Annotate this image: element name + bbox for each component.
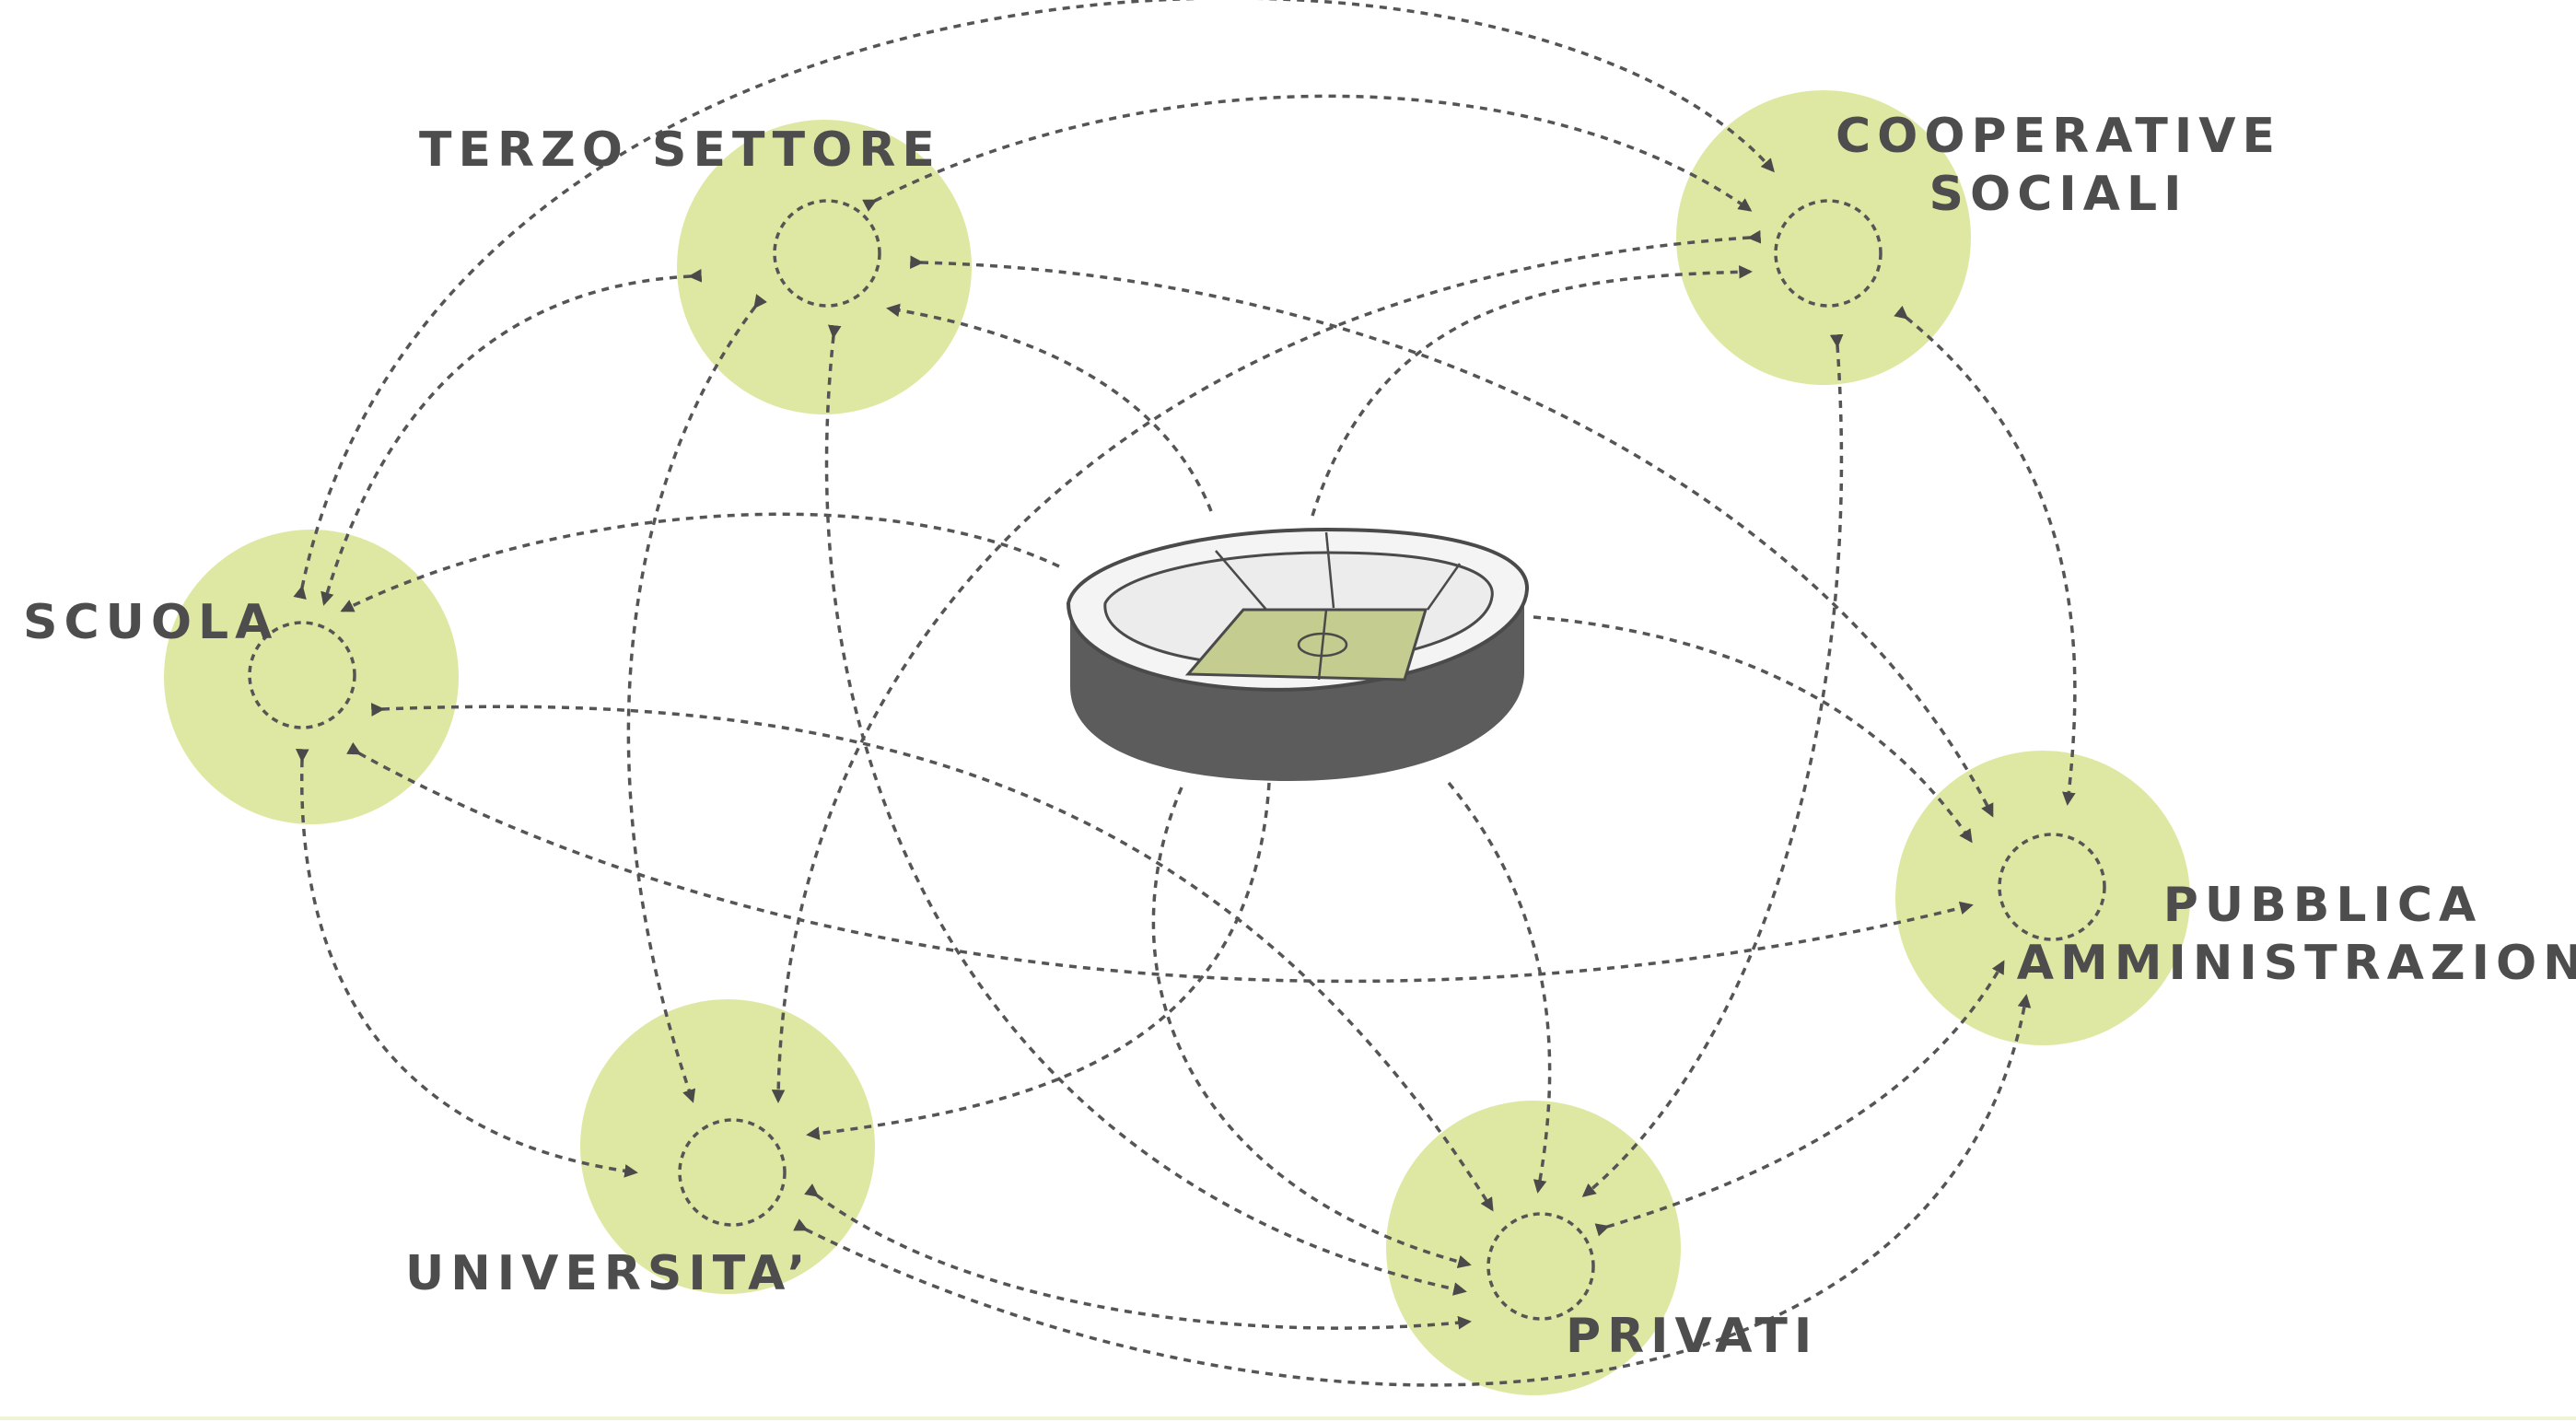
node-scuola <box>164 530 459 824</box>
arrow-stadium-pa <box>1533 615 1973 844</box>
label-universita: UNIVERSITA’ <box>405 1246 811 1301</box>
label-terzo-settore: TERZO SETTORE <box>419 122 941 178</box>
node-pubblica-amministrazione <box>1895 751 2190 1045</box>
label-scuola: SCUOLA <box>23 595 278 650</box>
stadium-stand-divider-1 <box>1215 550 1267 611</box>
arrow-scuola-privati <box>370 703 1494 1212</box>
stadium-halfway-line <box>1317 609 1328 681</box>
arrow-stadium-privati <box>1447 781 1552 1194</box>
arrow-stadium-terzo <box>886 303 1213 512</box>
stadium-field <box>1184 608 1428 682</box>
stadium-icon <box>1066 527 1530 781</box>
inner-ring-privati <box>1486 1212 1595 1321</box>
arrow-univ-pa <box>793 994 2032 1387</box>
inner-ring-pubblica-amministrazione <box>1998 833 2106 941</box>
arrow-stadium-coop <box>1311 264 1753 517</box>
arrow-stadium-univ <box>806 782 1271 1140</box>
arrow-terzo-scuola <box>321 269 703 606</box>
stadium-stand-divider-2 <box>1324 531 1335 609</box>
bottom-rule <box>0 1416 2576 1420</box>
stadium-stand-divider-3 <box>1426 563 1462 611</box>
arrow-scuola-pa <box>346 741 1974 984</box>
arrow-coop-privati <box>1581 333 1844 1197</box>
arrow-coop-pa <box>1894 305 2077 806</box>
arrow-terzo-univ <box>626 294 767 1103</box>
arrow-stadium-privati-2 <box>1151 787 1472 1269</box>
connection-arrows <box>293 0 2077 1387</box>
arrow-terzo-coop <box>862 94 1753 212</box>
label-privati: PRIVATI <box>1566 1309 1818 1364</box>
arrow-terzo-privati <box>824 324 1467 1296</box>
inner-ring-scuola <box>248 621 356 729</box>
arrow-univ-privati <box>804 1183 1472 1330</box>
inner-ring-cooperative-sociali <box>1774 199 1882 308</box>
arrow-stadium-scuola <box>340 512 1060 612</box>
stadium-center-circle <box>1297 632 1348 658</box>
arrow-scuola-coop-outer <box>293 0 1775 600</box>
